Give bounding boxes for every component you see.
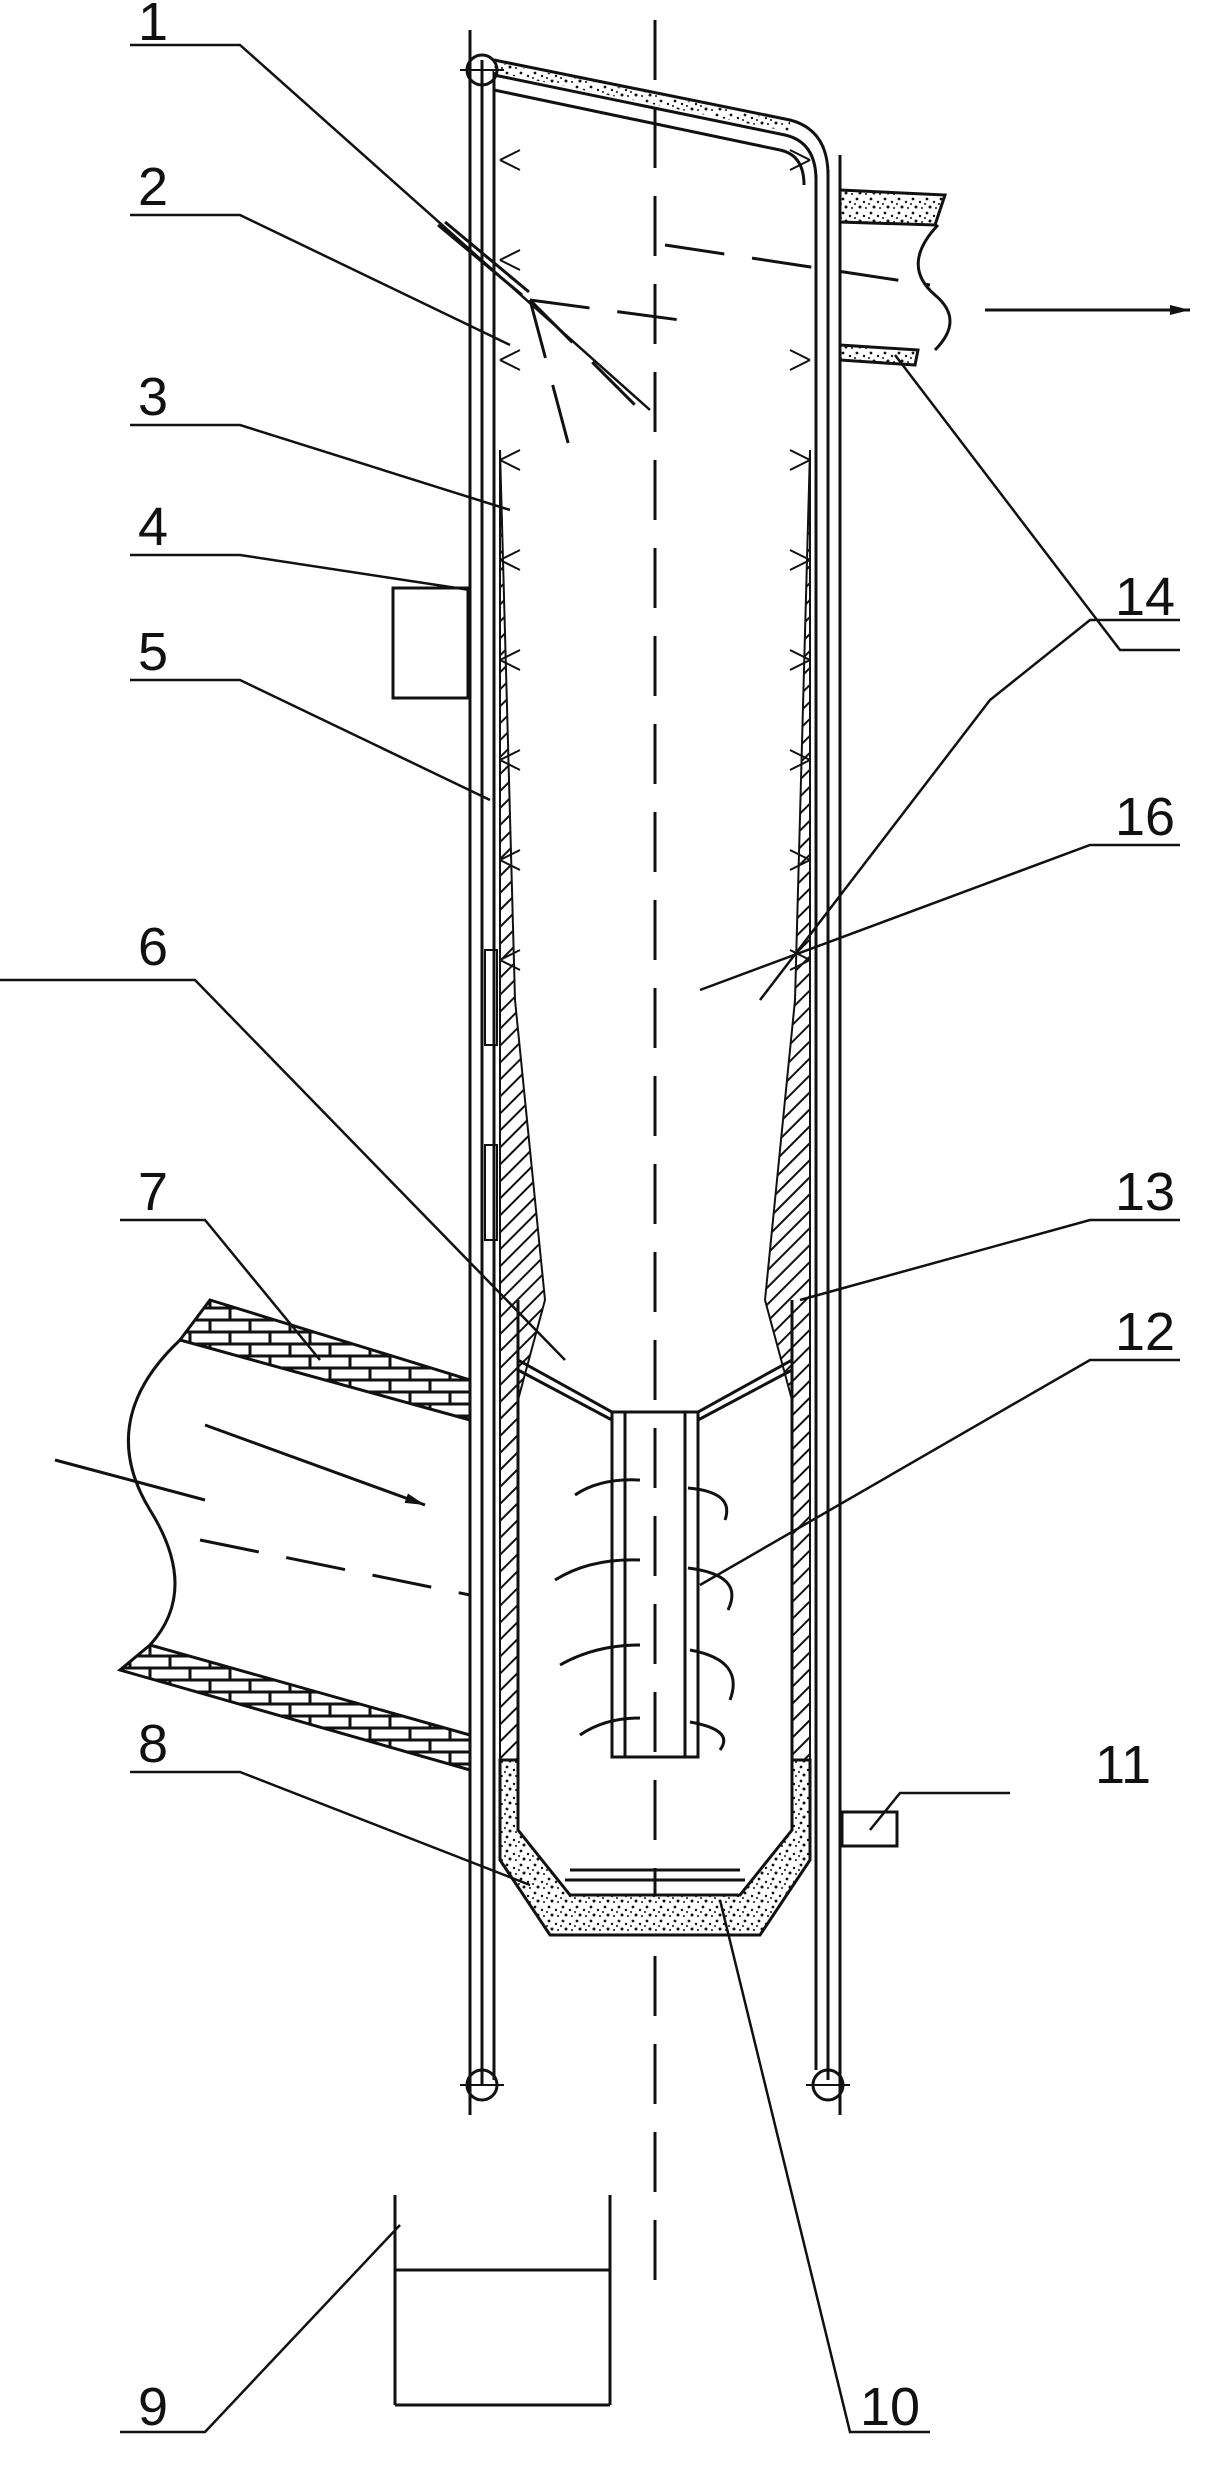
swirl-arcs	[554, 1478, 735, 1751]
label-12: 12	[1115, 1302, 1175, 1362]
side-box	[391, 586, 470, 700]
wall-segment	[484, 1144, 498, 1241]
label-5: 5	[138, 622, 168, 682]
collection-bin	[393, 2195, 612, 2407]
label-4: 4	[138, 497, 168, 557]
inlet-flow-line	[54, 1458, 206, 1502]
label-1: 1	[138, 0, 168, 52]
label-8: 8	[138, 1714, 168, 1774]
pivot-bottom-left	[460, 2068, 504, 2102]
spray-nozzle	[437, 220, 681, 451]
outlet-pipe	[664, 188, 952, 367]
roof-duct	[493, 58, 830, 186]
label-11: 11	[1095, 1735, 1151, 1795]
label-13: 13	[1115, 1162, 1175, 1222]
pivot-top	[460, 53, 504, 87]
inlet-arrow	[204, 1423, 426, 1507]
label-10: 10	[860, 2377, 920, 2437]
label-6: 6	[138, 917, 168, 977]
label-7: 7	[138, 1162, 168, 1222]
leader-lines	[0, 43, 1180, 2434]
inlet-duct	[116, 1298, 472, 1772]
pivot-bottom-right	[806, 2068, 850, 2102]
lining-left	[499, 449, 547, 1761]
label-2: 2	[138, 157, 168, 217]
lining-right	[763, 449, 811, 1761]
inner-tube	[610, 1410, 700, 1759]
label-14: 14	[1115, 567, 1175, 627]
wall-segment	[484, 949, 498, 1046]
label-3: 3	[138, 367, 168, 427]
label-9: 9	[138, 2377, 168, 2437]
funnel	[517, 1358, 793, 1422]
side-nozzle	[840, 1810, 899, 1848]
wall-ticks	[499, 149, 811, 971]
label-16: 16	[1115, 787, 1175, 847]
